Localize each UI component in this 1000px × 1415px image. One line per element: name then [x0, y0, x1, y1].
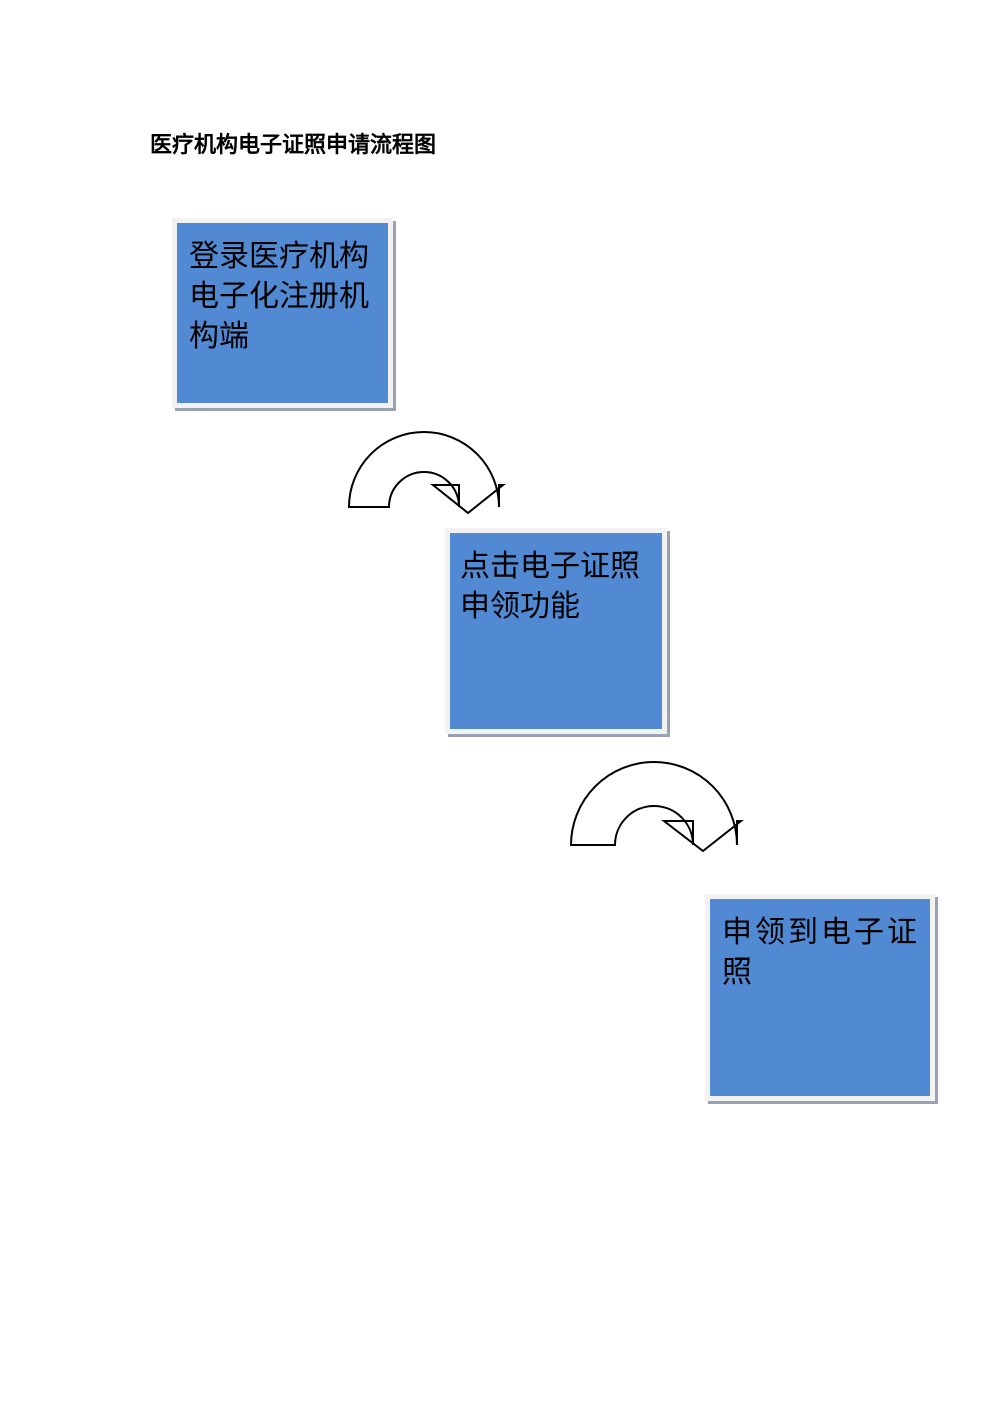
page-title: 医疗机构电子证照申请流程图 — [150, 132, 437, 158]
flow-step-box-1[interactable]: 登录医疗机构电子化注册机构端 — [172, 218, 393, 408]
curved-arrow-icon-connector-2 — [569, 760, 744, 853]
flow-step-label-1: 登录医疗机构电子化注册机构端 — [189, 239, 369, 354]
flow-step-box-2[interactable]: 点击电子证照申领功能 — [445, 528, 667, 734]
flow-step-label-3: 申领到电子证照 — [722, 915, 920, 990]
flow-step-box-3[interactable]: 申领到电子证照 — [705, 894, 935, 1101]
flow-step-label-2: 点击电子证照申领功能 — [460, 549, 640, 624]
curved-arrow-icon-connector-1 — [347, 430, 506, 515]
